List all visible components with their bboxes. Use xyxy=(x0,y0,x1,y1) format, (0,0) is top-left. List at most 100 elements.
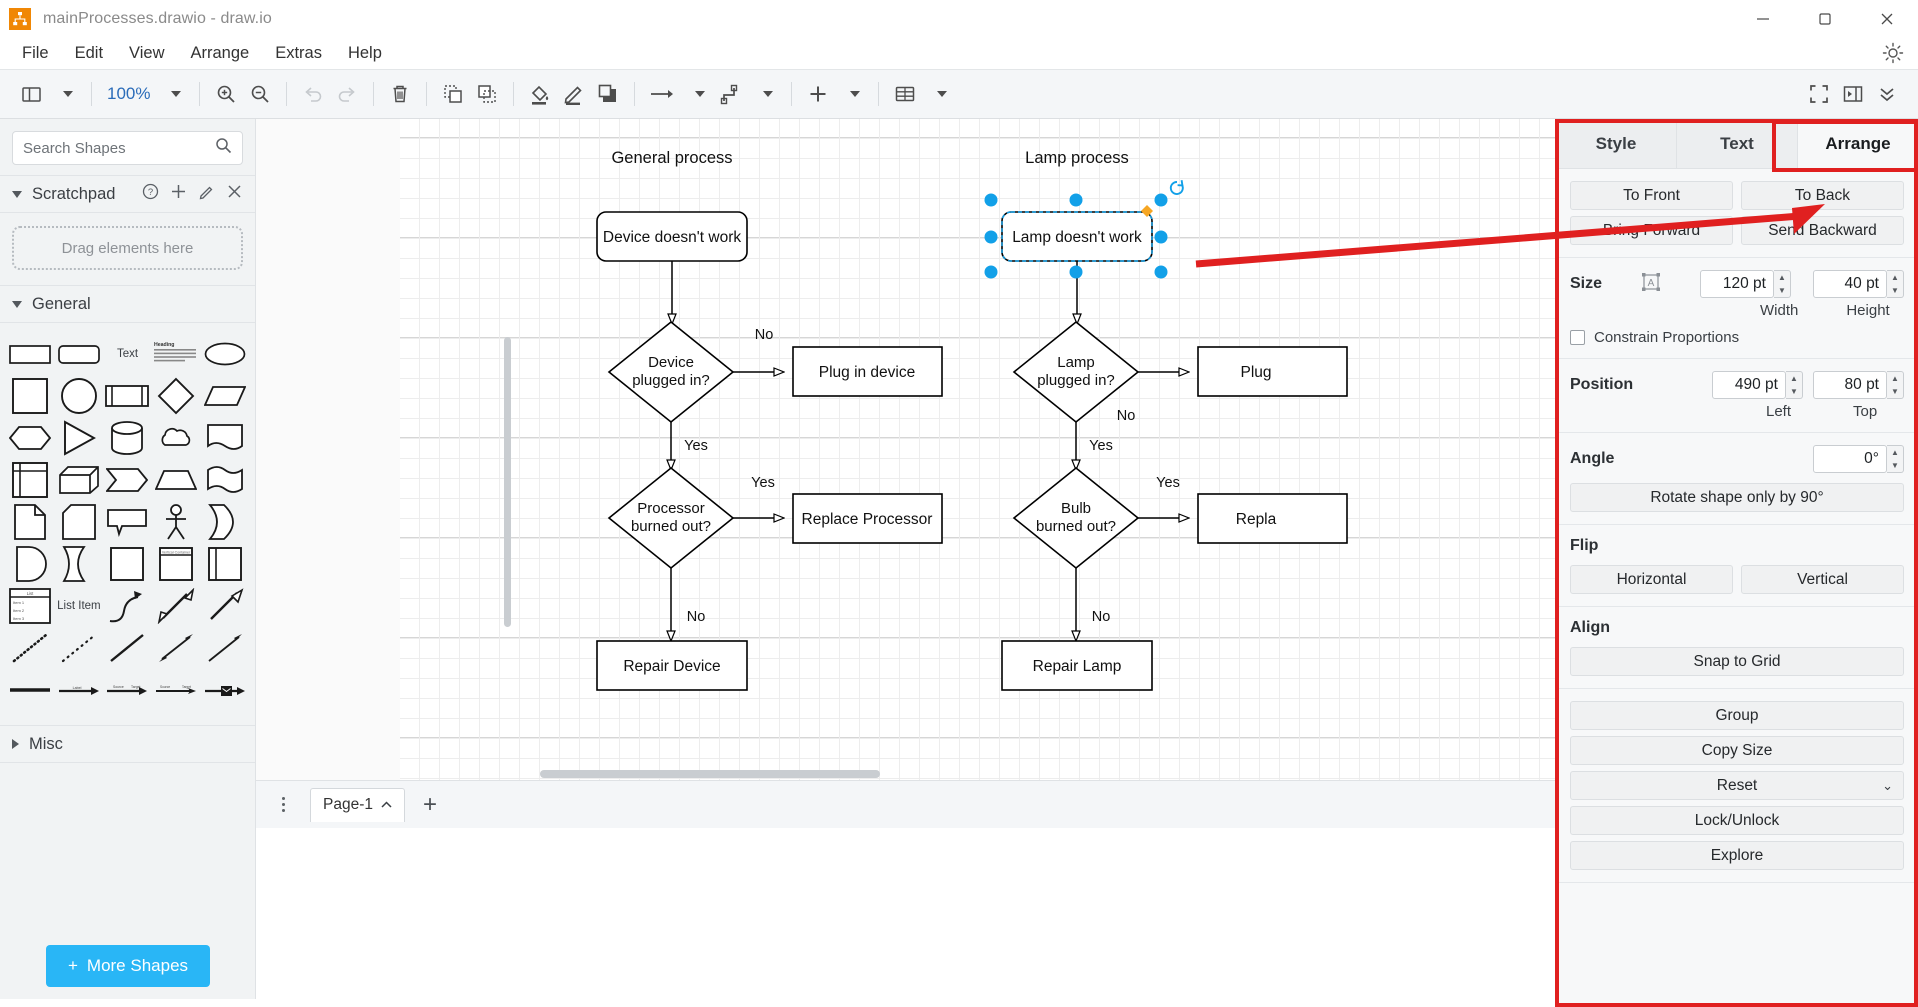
undo-icon[interactable] xyxy=(296,77,330,111)
shape-half-circle[interactable] xyxy=(6,543,55,585)
page-tab-page-1[interactable]: Page-1 xyxy=(310,787,405,822)
menu-help[interactable]: Help xyxy=(347,43,382,62)
add-page-icon[interactable]: + xyxy=(422,790,437,818)
menu-edit[interactable]: Edit xyxy=(74,43,104,62)
width-stepper[interactable]: ▲▼ xyxy=(1774,270,1791,298)
shape-vertical-container[interactable]: Vertical Container xyxy=(152,543,201,585)
to-front-button[interactable]: To Front xyxy=(1570,181,1733,210)
group-button[interactable]: Group xyxy=(1570,701,1904,730)
shape-step[interactable] xyxy=(103,459,152,501)
paint-bucket-icon[interactable] xyxy=(523,77,557,111)
search-input[interactable] xyxy=(23,139,211,157)
shape-tape[interactable] xyxy=(200,459,249,501)
shape-dotted-line[interactable] xyxy=(6,627,55,669)
scratchpad-close-icon[interactable] xyxy=(226,183,243,205)
scratchpad-dropzone[interactable]: Drag elements here xyxy=(12,226,243,270)
shape-triangle[interactable] xyxy=(55,417,104,459)
shape-text[interactable]: Text xyxy=(103,333,152,375)
shape-bidirectional-arrow[interactable] xyxy=(152,585,201,627)
to-back-icon[interactable] xyxy=(470,77,504,111)
scratchpad-section-header[interactable]: Scratchpad ? xyxy=(0,175,255,213)
maximize-button[interactable] xyxy=(1794,0,1856,37)
shape-list-item[interactable]: List Item xyxy=(55,585,104,627)
tab-style[interactable]: Style xyxy=(1556,119,1677,168)
shape-square[interactable] xyxy=(6,375,55,417)
height-stepper[interactable]: ▲▼ xyxy=(1887,270,1904,298)
menu-extras[interactable]: Extras xyxy=(275,43,322,62)
outline-icon[interactable] xyxy=(1836,77,1870,111)
sun-theme-icon[interactable] xyxy=(1882,42,1904,64)
shape-hexagon[interactable] xyxy=(6,417,55,459)
flip-vertical-button[interactable]: Vertical xyxy=(1741,565,1904,594)
tab-arrange[interactable]: Arrange xyxy=(1798,119,1918,168)
shape-line[interactable] xyxy=(103,627,152,669)
plus-icon[interactable] xyxy=(801,77,835,111)
explore-button[interactable]: Explore xyxy=(1570,841,1904,870)
shape-callout[interactable] xyxy=(103,501,152,543)
scratchpad-help-icon[interactable]: ? xyxy=(142,183,159,205)
shape-list[interactable]: List Item 1 Item 2 Item 3 xyxy=(6,585,55,627)
scratchpad-add-icon[interactable] xyxy=(170,183,187,205)
pencil-icon[interactable] xyxy=(557,77,591,111)
position-left-stepper[interactable]: ▲▼ xyxy=(1786,371,1803,399)
search-shapes-box[interactable] xyxy=(12,131,243,165)
reset-button[interactable]: Reset ⌄ xyxy=(1570,771,1904,800)
close-button[interactable] xyxy=(1856,0,1918,37)
shape-label-arrow[interactable]: Label xyxy=(55,669,104,711)
shadow-icon[interactable] xyxy=(591,77,625,111)
shape-curve-arrow[interactable] xyxy=(103,585,152,627)
shape-ellipse[interactable] xyxy=(200,333,249,375)
menu-view[interactable]: View xyxy=(129,43,165,62)
shape-rounded-rectangle[interactable] xyxy=(55,333,104,375)
canvas-horizontal-scrollbar[interactable] xyxy=(280,770,1280,778)
to-back-button[interactable]: To Back xyxy=(1741,181,1904,210)
position-left-input[interactable]: 490 pt xyxy=(1712,371,1786,399)
shape-process[interactable] xyxy=(103,375,152,417)
fullscreen-icon[interactable] xyxy=(1802,77,1836,111)
to-front-icon[interactable] xyxy=(436,77,470,111)
table-icon[interactable] xyxy=(888,77,922,111)
position-top-input[interactable]: 80 pt xyxy=(1813,371,1887,399)
angle-input[interactable]: 0° xyxy=(1813,445,1887,473)
shape-cloud[interactable] xyxy=(152,417,201,459)
shape-card[interactable] xyxy=(55,501,104,543)
width-input[interactable]: 120 pt xyxy=(1700,270,1774,298)
shape-actor[interactable] xyxy=(152,501,201,543)
shape-parallelogram[interactable] xyxy=(200,375,249,417)
lock-unlock-button[interactable]: Lock/Unlock xyxy=(1570,806,1904,835)
angle-stepper[interactable]: ▲▼ xyxy=(1887,445,1904,473)
waypoints-dropdown[interactable] xyxy=(748,77,782,111)
copy-size-button[interactable]: Copy Size xyxy=(1570,736,1904,765)
shape-cylinder[interactable] xyxy=(103,417,152,459)
waypoint-icon[interactable] xyxy=(714,77,748,111)
zoom-level-label[interactable]: 100% xyxy=(107,84,151,103)
trash-icon[interactable] xyxy=(383,77,417,111)
shape-solid-link[interactable] xyxy=(6,669,55,711)
insert-dropdown[interactable] xyxy=(835,77,869,111)
tab-text[interactable]: Text xyxy=(1677,119,1798,168)
table-dropdown[interactable] xyxy=(922,77,956,111)
rotate-shape-button[interactable]: Rotate shape only by 90° xyxy=(1570,483,1904,512)
minimize-button[interactable] xyxy=(1732,0,1794,37)
misc-section-header[interactable]: Misc xyxy=(0,725,255,763)
flip-horizontal-button[interactable]: Horizontal xyxy=(1570,565,1733,594)
canvas-vertical-scrollbar[interactable] xyxy=(504,247,511,780)
shape-directional-line[interactable] xyxy=(200,627,249,669)
menu-arrange[interactable]: Arrange xyxy=(190,43,250,62)
shape-box-link[interactable] xyxy=(200,669,249,711)
zoom-in-icon[interactable] xyxy=(209,77,243,111)
position-top-stepper[interactable]: ▲▼ xyxy=(1887,371,1904,399)
shape-horizontal-container[interactable] xyxy=(200,543,249,585)
snap-to-grid-button[interactable]: Snap to Grid xyxy=(1570,647,1904,676)
constrain-proportions-checkbox[interactable] xyxy=(1570,330,1585,345)
more-shapes-button[interactable]: + More Shapes xyxy=(45,945,211,987)
shape-dashed-line[interactable] xyxy=(55,627,104,669)
panel-icon[interactable] xyxy=(14,77,48,111)
shape-container[interactable] xyxy=(103,543,152,585)
page-menu-icon[interactable] xyxy=(270,797,296,812)
menu-file[interactable]: File xyxy=(22,43,49,62)
height-input[interactable]: 40 pt xyxy=(1813,270,1887,298)
shape-note[interactable] xyxy=(6,501,55,543)
